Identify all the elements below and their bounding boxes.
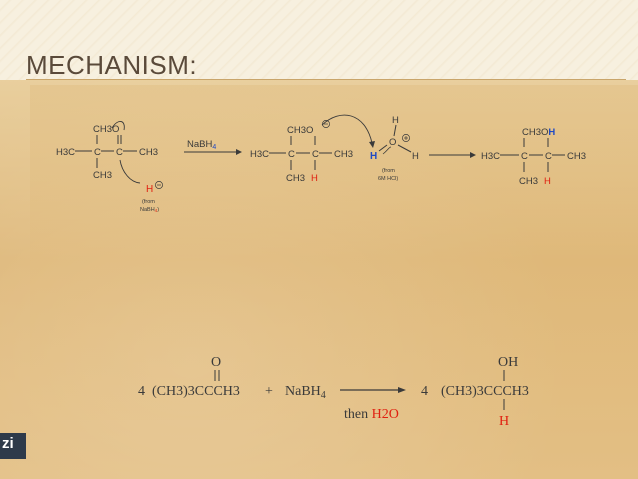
reactant-right-group: CH3 [139, 147, 158, 158]
equation-reagent: NaBH4 [285, 384, 326, 401]
hydronium-top-h: H [392, 115, 399, 126]
reactant-ketone: CH3O H3C C C CH3 CH3 [56, 124, 158, 181]
reactant-methyl-bottom: CH3 [93, 170, 112, 181]
hydride-nucleophile: H (from NaBH4) [140, 181, 163, 213]
header-band [0, 0, 638, 80]
hydronium-transferred-h: H [370, 151, 377, 162]
reactant-left-group: H3C [56, 147, 75, 158]
hydronium-o: O [389, 137, 396, 148]
coefficient-right: 4 [421, 384, 428, 399]
equation-plus: + [265, 384, 273, 399]
hydride-source-line2: NaBH4) [140, 207, 159, 213]
hydride-negative-charge-icon [155, 181, 163, 189]
product-left-group: H3C [481, 151, 500, 162]
reactant-carbon-1: C [94, 147, 101, 158]
hydronium: H O H H (from 6M HCl) [370, 115, 419, 182]
proton-source-line2: 6M HCl) [378, 176, 398, 182]
reagent-arrow: NaBH4 [184, 139, 242, 155]
equation-product: (CH3)3CCCH3 [441, 384, 529, 399]
mechanism-image-panel [30, 85, 638, 420]
alkoxide-bonds [269, 114, 375, 170]
reagent-label: NaBH4 [187, 139, 216, 151]
hydride-h: H [146, 184, 153, 195]
alkoxide-carbonyl-label: CH3O [287, 125, 313, 136]
alkoxide-right-group: CH3 [334, 149, 353, 160]
reactant-carbon-2: C [116, 147, 123, 158]
alkoxide-intermediate: CH3O H3C C C CH3 CH3 H [250, 125, 353, 184]
alkoxide-negative-charge-icon [322, 120, 330, 128]
equation-condition: then H2O [344, 407, 399, 422]
proton-source-line1: (from [382, 168, 395, 174]
alcohol-product: CH3OH H3C C C CH3 CH3 H [481, 127, 586, 187]
product-right-group: CH3 [567, 151, 586, 162]
product-carbonyl-label: CH3OH [522, 127, 555, 138]
alkoxide-new-h: H [311, 173, 318, 184]
product-bonds [500, 138, 565, 172]
product-new-h: H [544, 176, 551, 187]
product-oh: OH [498, 355, 518, 370]
alkoxide-methyl-bottom: CH3 [286, 173, 305, 184]
hydride-source-line1: (from [142, 199, 155, 205]
alkoxide-carbon-1: C [288, 149, 295, 160]
reactant-o: O [211, 355, 221, 370]
overall-equation: O 4 (CH3)3CCCH3 + NaBH4 then H2O 4 (CH3)… [138, 355, 529, 429]
product-carbon-1: C [521, 151, 528, 162]
product-methyl-bottom: CH3 [519, 176, 538, 187]
title-underline [26, 79, 626, 80]
reactant-carbonyl-label: CH3O [93, 124, 119, 135]
hydronium-positive-charge-icon [402, 134, 410, 142]
alkoxide-carbon-2: C [312, 149, 319, 160]
product-h: H [499, 414, 509, 429]
reactant-bonds [75, 121, 141, 184]
slide-title: MECHANISM: [26, 50, 198, 80]
presenter-logo: zi [0, 433, 26, 459]
hydronium-right-h: H [412, 151, 419, 162]
product-carbon-2: C [545, 151, 552, 162]
coefficient-left: 4 [138, 384, 145, 399]
logo-text: zi [2, 435, 14, 452]
forward-arrow [429, 152, 476, 158]
equation-reactant: (CH3)3CCCH3 [152, 384, 240, 399]
alkoxide-left-group: H3C [250, 149, 269, 160]
